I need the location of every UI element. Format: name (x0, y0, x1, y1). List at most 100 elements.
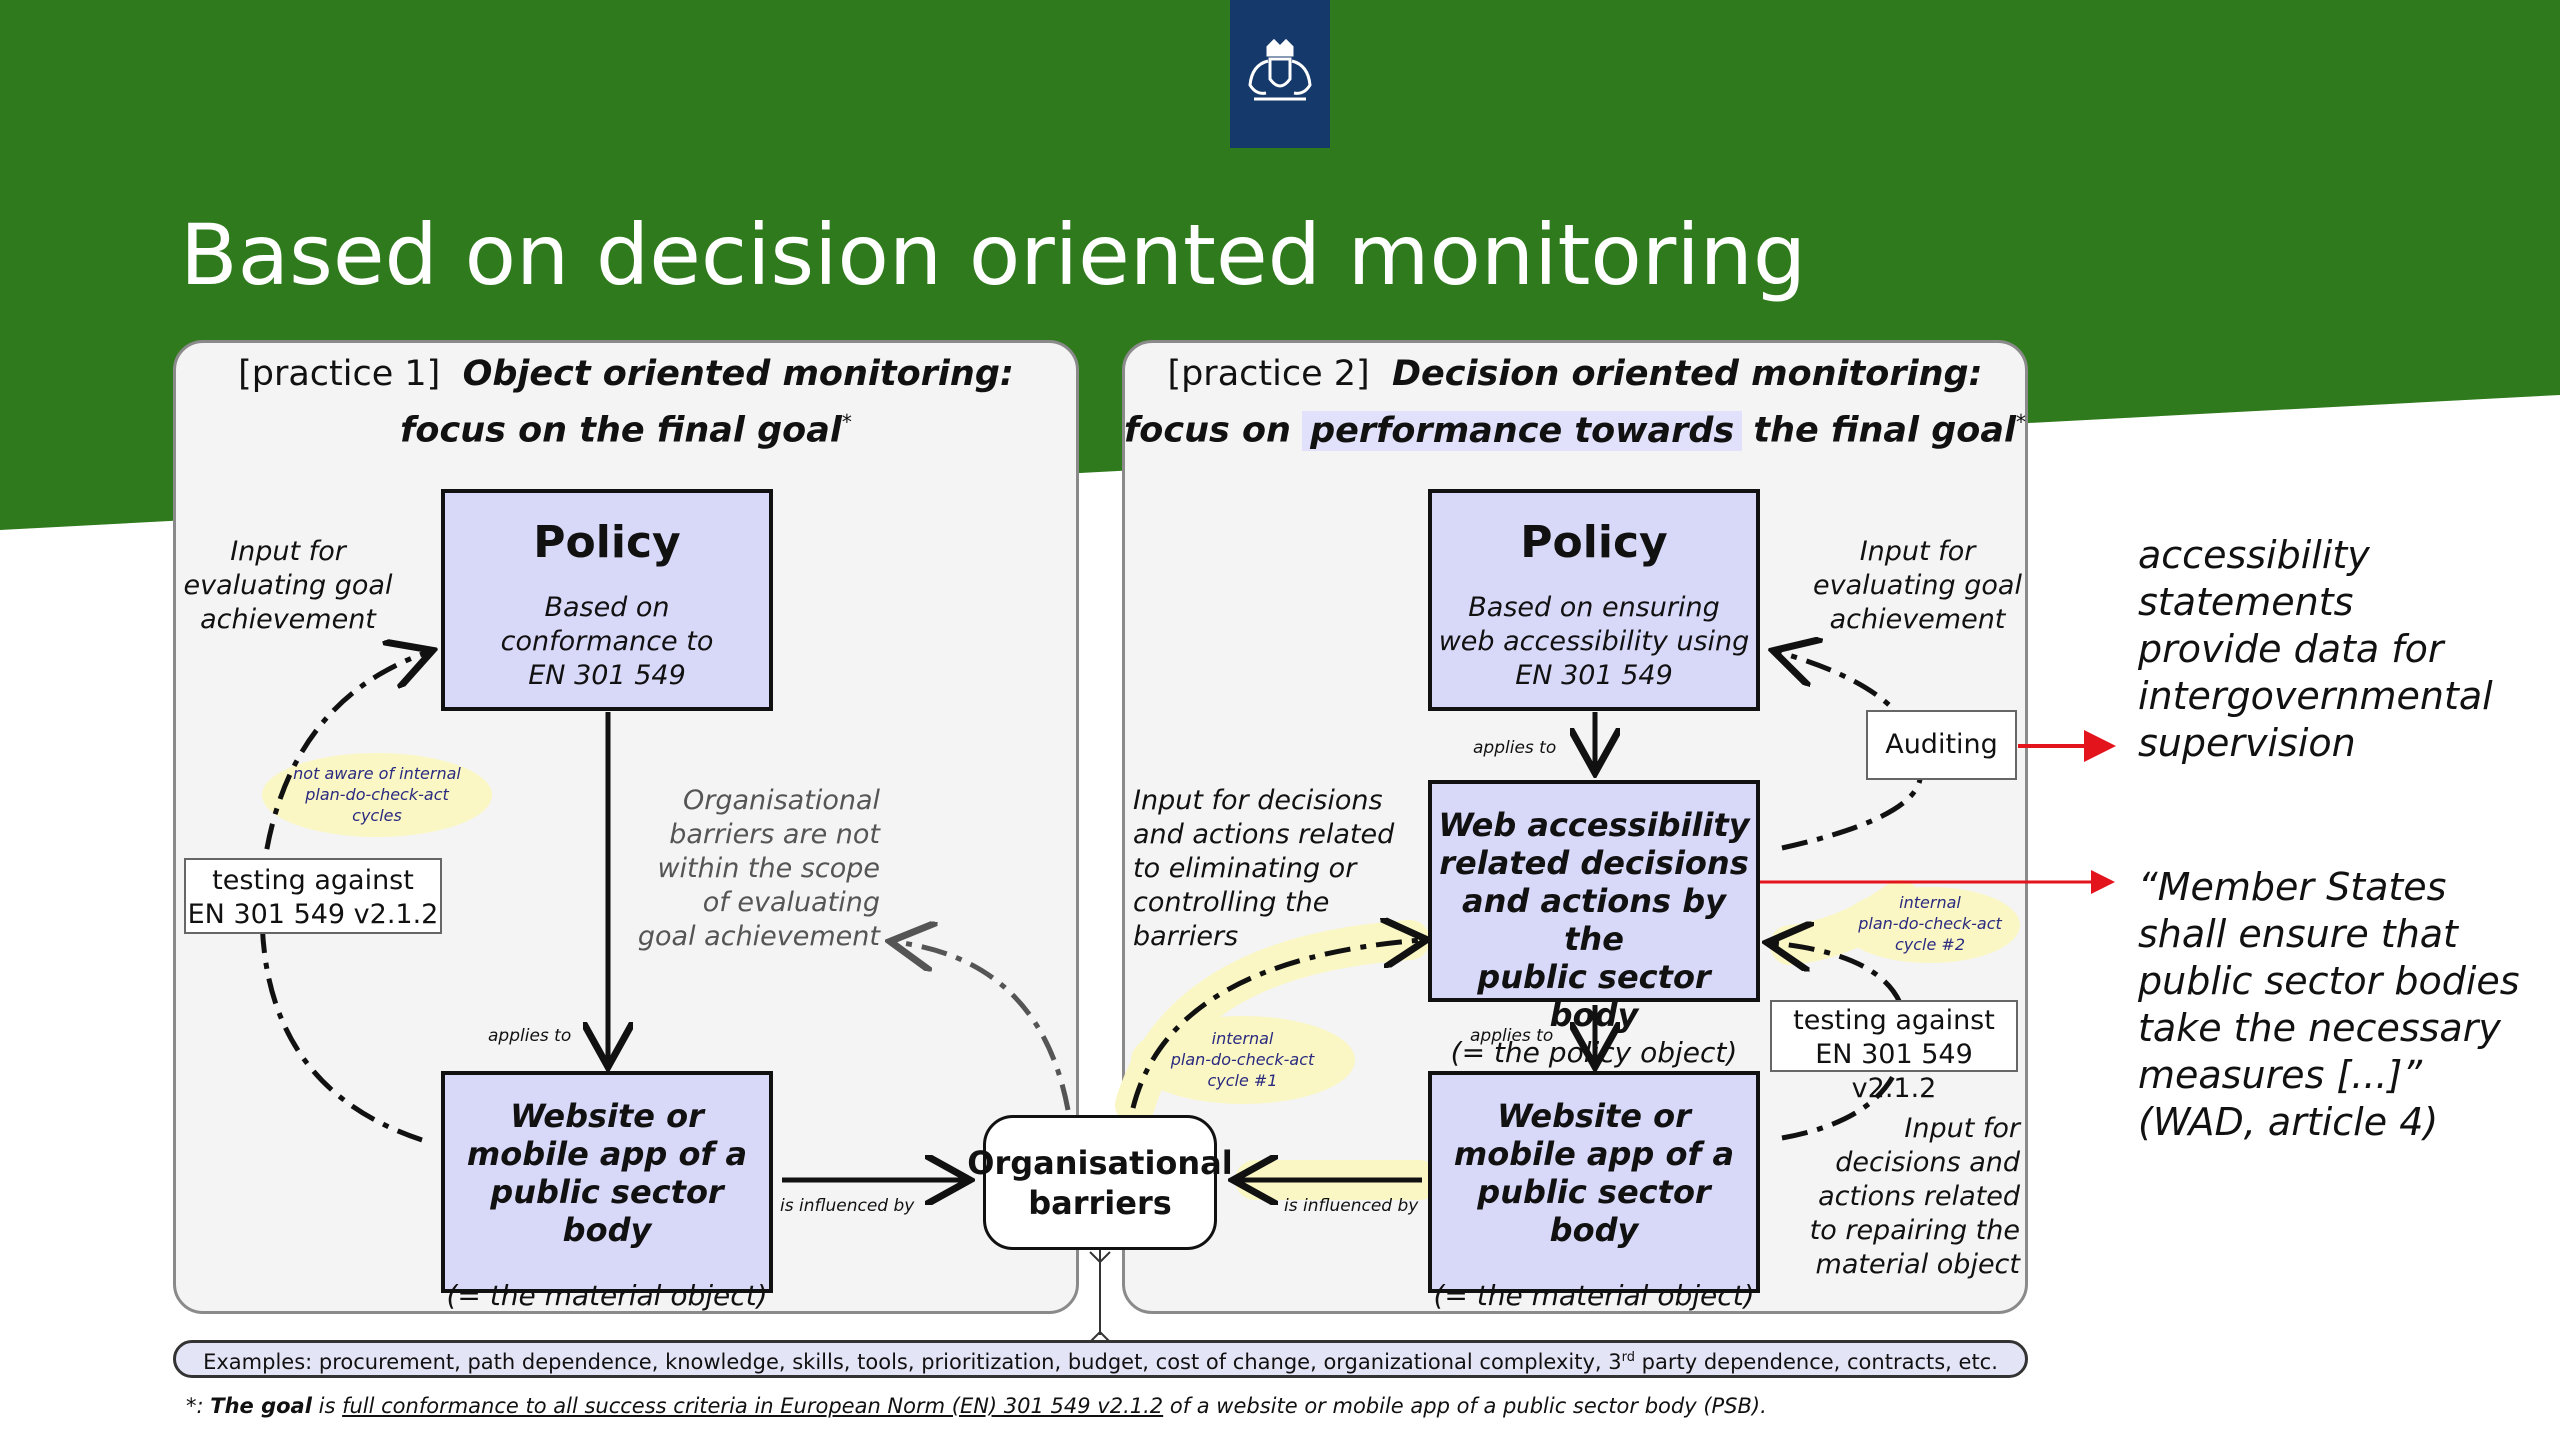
examples-suffix: party dependence, contracts, etc. (1634, 1350, 1998, 1374)
practice1-heading-line1: [practice 1] Object oriented monitoring: (173, 350, 1079, 398)
side1-line2: statements (2138, 580, 2354, 624)
org-scope-line2: barriers are not (669, 819, 880, 850)
left-note-line1: Input for decisions (1133, 785, 1383, 816)
cycle2-line1: internal (1899, 893, 1961, 912)
website2-line1: Website or (1497, 1097, 1691, 1135)
decisions-line1: Web accessibility (1438, 806, 1750, 844)
policy2-desc-line2: web accessibility using (1438, 626, 1750, 657)
practice2-asterisk: * (2015, 410, 2026, 434)
website-box-practice1: Website or mobile app of a public sector… (441, 1071, 773, 1312)
website-box-practice2: Website or mobile app of a public sector… (1428, 1071, 1760, 1312)
practice2-heading: [practice 2] Decision oriented monitorin… (1122, 350, 2028, 455)
policy1-desc: Based on conformance to EN 301 549 (445, 591, 769, 693)
side1-line3: provide data for (2138, 627, 2444, 671)
side2-line4: take the necessary (2138, 1006, 2501, 1050)
practice1-tag: [practice 1] (238, 354, 441, 394)
practice1-input-line1: Input for (230, 536, 346, 567)
practice2-left-note: Input for decisions and actions related … (1133, 784, 1418, 954)
practice2-input-line1: Input for (1859, 536, 1976, 567)
policy1-desc-line1: Based on (544, 592, 670, 623)
website2-sub: (= the material object) (1433, 1279, 1755, 1312)
footnote-is: is (311, 1394, 343, 1418)
side1-line1: accessibility (2138, 533, 2370, 577)
practice1-input-line2: evaluating goal (183, 570, 393, 601)
website1-line1: Website or (510, 1097, 704, 1135)
side-note-wad: “Member States shall ensure that public … (2138, 864, 2520, 1146)
testing1-line1: testing against (212, 865, 414, 896)
policy1-title: Policy (533, 517, 681, 568)
practice2-heading-highlight: performance towards (1302, 410, 1743, 451)
auditing-label: Auditing (1866, 710, 2017, 780)
org-barriers-line1: Organisational (967, 1143, 1233, 1182)
decisions-text: Web accessibility related decisions and … (1432, 806, 1756, 1034)
testing-label-practice2: testing against EN 301 549 v2.1.2 (1770, 1000, 2018, 1104)
practice1-heading: [practice 1] Object oriented monitoring:… (173, 350, 1079, 455)
practice1-applies-to: applies to (488, 1026, 572, 1046)
side-note-statements: accessibility statements provide data fo… (2138, 532, 2493, 767)
royal-coat-of-arms-icon (1248, 39, 1312, 101)
website1-sub: (= the material object) (446, 1279, 768, 1312)
cycle1-line2: plan-do-check-act (1170, 1050, 1315, 1069)
practice2-applies-to-1: applies to (1473, 738, 1557, 758)
cycle2-line3: cycle #2 (1894, 935, 1966, 954)
practice2-heading-bold: Decision oriented monitoring: (1391, 354, 1983, 394)
website1-line3: public sector body (490, 1173, 724, 1249)
testing1-line2: EN 301 549 v2.1.2 (187, 899, 439, 930)
org-barriers-line2: barriers (1028, 1183, 1172, 1222)
cycle2-note: internal plan-do-check-act cycle #2 (1845, 892, 2015, 955)
repair-line3: actions related (1818, 1181, 2020, 1212)
side2-line6: (WAD, article 4) (2138, 1100, 2439, 1144)
repair-line1: Input for (1904, 1113, 2020, 1144)
footnote-bold: The goal (210, 1394, 312, 1418)
practice2-applies-to-2: applies to (1470, 1026, 1554, 1046)
not-aware-line2: plan-do-check-act (305, 785, 449, 804)
page-title: Based on decision oriented monitoring (180, 206, 1807, 304)
policy1-desc-line3: EN 301 549 (528, 660, 686, 691)
org-barriers-box: Organisational barriers (967, 1115, 1233, 1250)
website1-text: Website or mobile app of a public sector… (445, 1097, 769, 1249)
website2-text: Website or mobile app of a public sector… (1432, 1097, 1756, 1249)
practice1-influenced: is influenced by (780, 1196, 915, 1216)
cycle2-line2: plan-do-check-act (1858, 914, 2002, 933)
side2-line2: shall ensure that (2138, 912, 2458, 956)
org-scope-line1: Organisational (682, 785, 880, 816)
decisions-line2: related decisions (1439, 844, 1749, 882)
side1-line4: intergovernmental (2138, 674, 2493, 718)
practice2-input-line3: achievement (1829, 604, 2006, 635)
policy2-desc-line1: Based on ensuring (1468, 592, 1720, 623)
policy-box-practice1: Policy Based on conformance to EN 301 54… (441, 489, 773, 711)
decisions-box: Web accessibility related decisions and … (1428, 780, 1760, 1069)
footnote-rest: of a website or mobile app of a public s… (1163, 1394, 1767, 1418)
cycle1-note: internal plan-do-check-act cycle #1 (1140, 1028, 1345, 1091)
decisions-line3: and actions by the (1462, 882, 1726, 958)
policy1-desc-line2: conformance to (500, 626, 714, 657)
examples-sup: rd (1621, 1350, 1635, 1365)
side2-line3: public sector bodies (2138, 959, 2520, 1003)
website1-line2: mobile app of a (466, 1135, 748, 1173)
side2-line5: measures [...]” (2138, 1053, 2423, 1097)
cycle1-line1: internal (1211, 1029, 1274, 1048)
repair-line2: decisions and (1835, 1147, 2020, 1178)
org-scope-line4: of evaluating (702, 887, 880, 918)
practice2-heading-line1: [practice 2] Decision oriented monitorin… (1122, 350, 2028, 398)
auditing-text: Auditing (1885, 729, 1998, 760)
side1-line5: supervision (2138, 721, 2356, 765)
examples-bar: Examples: procurement, path dependence, … (173, 1340, 2028, 1378)
org-scope-line3: within the scope (657, 853, 880, 884)
repair-line5: material object (1815, 1249, 2020, 1280)
testing-label-practice1: testing against EN 301 549 v2.1.2 (184, 858, 442, 934)
practice2-input-note: Input for evaluating goal achievement (1800, 535, 2035, 637)
examples-prefix: Examples: procurement, path dependence, … (203, 1350, 1622, 1374)
repair-line4: to repairing the (1809, 1215, 2020, 1246)
practice2-heading-a: focus on (1124, 410, 1291, 451)
practice1-heading-line2: focus on the final goal* (173, 398, 1079, 455)
left-note-line3: to eliminating or (1133, 853, 1357, 884)
practice2-heading-line2: focus on performance towards the final g… (1122, 398, 2028, 455)
decisions-sub: (= the policy object) (1450, 1036, 1738, 1069)
practice2-input-line2: evaluating goal (1813, 570, 2022, 601)
logo (1230, 0, 1330, 148)
practice2-heading-c: the final goal (1753, 410, 2016, 451)
cycle1-line3: cycle #1 (1207, 1071, 1278, 1090)
website2-line3: public sector body (1477, 1173, 1711, 1249)
practice2-influenced: is influenced by (1284, 1196, 1419, 1216)
